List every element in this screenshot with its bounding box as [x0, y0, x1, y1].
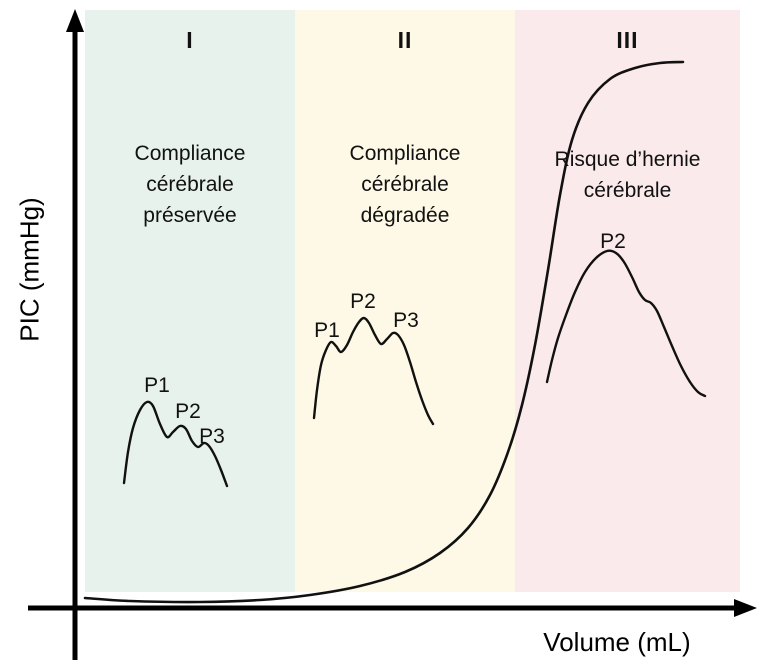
zone-1-label: Compliance cérébrale préservée: [134, 142, 246, 227]
zone-1-waveform-p3-label: P3: [199, 425, 225, 448]
zone-3-label: Risque d’hernie cérébrale: [554, 148, 701, 202]
zone-3-waveform-p2-label: P2: [600, 230, 626, 253]
x-axis-label: Volume (mL): [543, 627, 691, 657]
x-axis-arrow-icon: [734, 599, 757, 617]
zone-3-icp-waveform: [545, 249, 707, 398]
zone-2-background: [295, 10, 515, 592]
pressure-volume-curve: [83, 60, 685, 604]
y-axis-label: PIC (mmHg): [14, 197, 45, 342]
zone-1-waveform-p2-label: P2: [175, 400, 201, 423]
zone-2-waveform-p1-label: P1: [314, 319, 340, 342]
zone-2-waveform-p3-label: P3: [393, 309, 419, 332]
zone-1-background: [85, 10, 295, 592]
y-axis-arrow-icon: [66, 9, 84, 32]
zone-2-label: Compliance cérébrale dégradée: [349, 142, 461, 227]
zone-2-waveform-p2-label: P2: [350, 290, 376, 313]
zone-1-icp-waveform: [122, 400, 229, 488]
zone-2-icp-waveform: [312, 316, 435, 426]
zone-1-waveform-p1-label: P1: [144, 374, 170, 397]
zone-1-numeral: I: [186, 27, 194, 53]
zone-3-background: [515, 10, 740, 592]
zone-2-numeral: II: [397, 27, 413, 53]
zone-3-numeral: III: [616, 27, 639, 53]
